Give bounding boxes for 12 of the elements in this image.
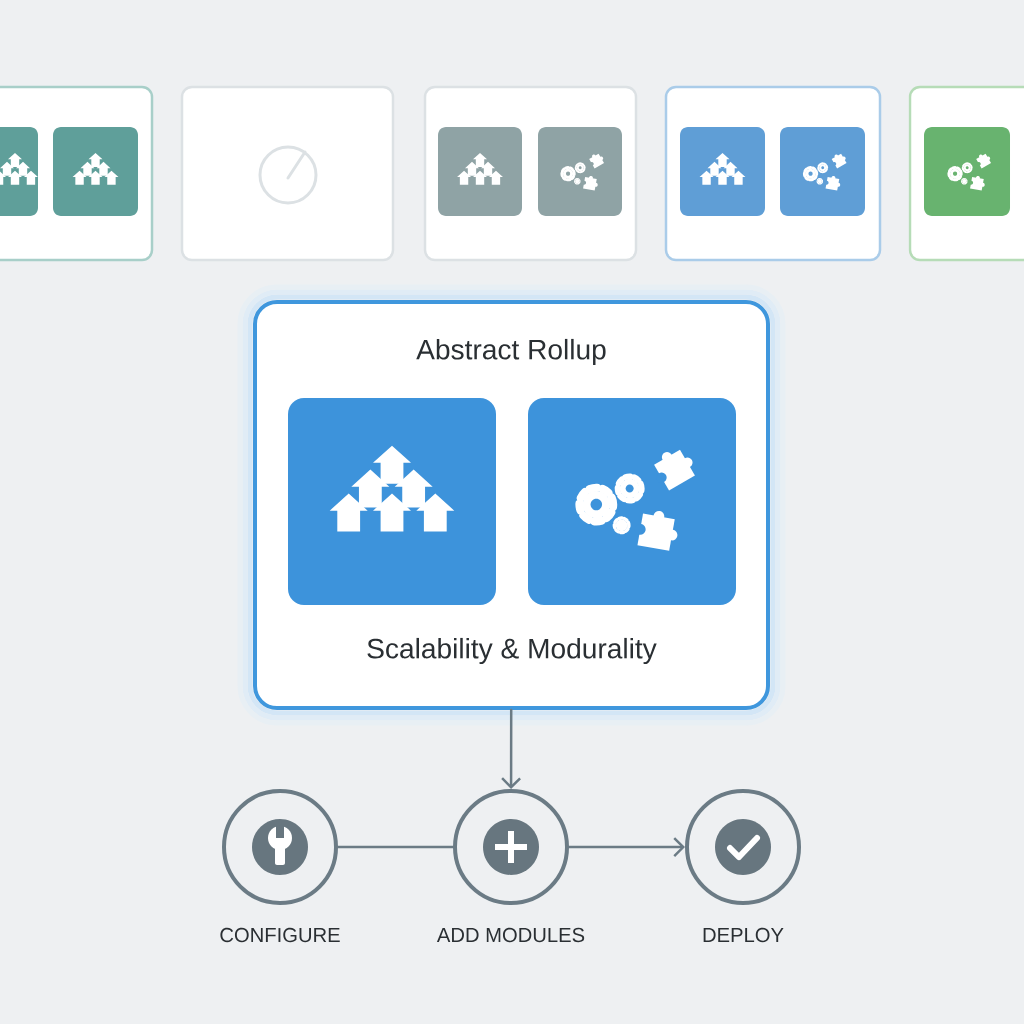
card-subtitle: Scalability & Modurality <box>367 637 657 665</box>
arrow <box>567 837 685 857</box>
step-label: CONFIGURE <box>220 927 340 943</box>
blurred-card <box>0 85 154 262</box>
step-label: ADD MODULES <box>436 927 585 943</box>
step-label: DEPLOY <box>703 927 784 943</box>
arrow <box>501 708 521 789</box>
card-title: Abstract Rollup <box>416 338 606 366</box>
blurred-card <box>423 85 638 262</box>
blurred-card <box>664 85 882 262</box>
blurred-card <box>180 85 395 262</box>
blurred-card <box>908 85 1024 262</box>
